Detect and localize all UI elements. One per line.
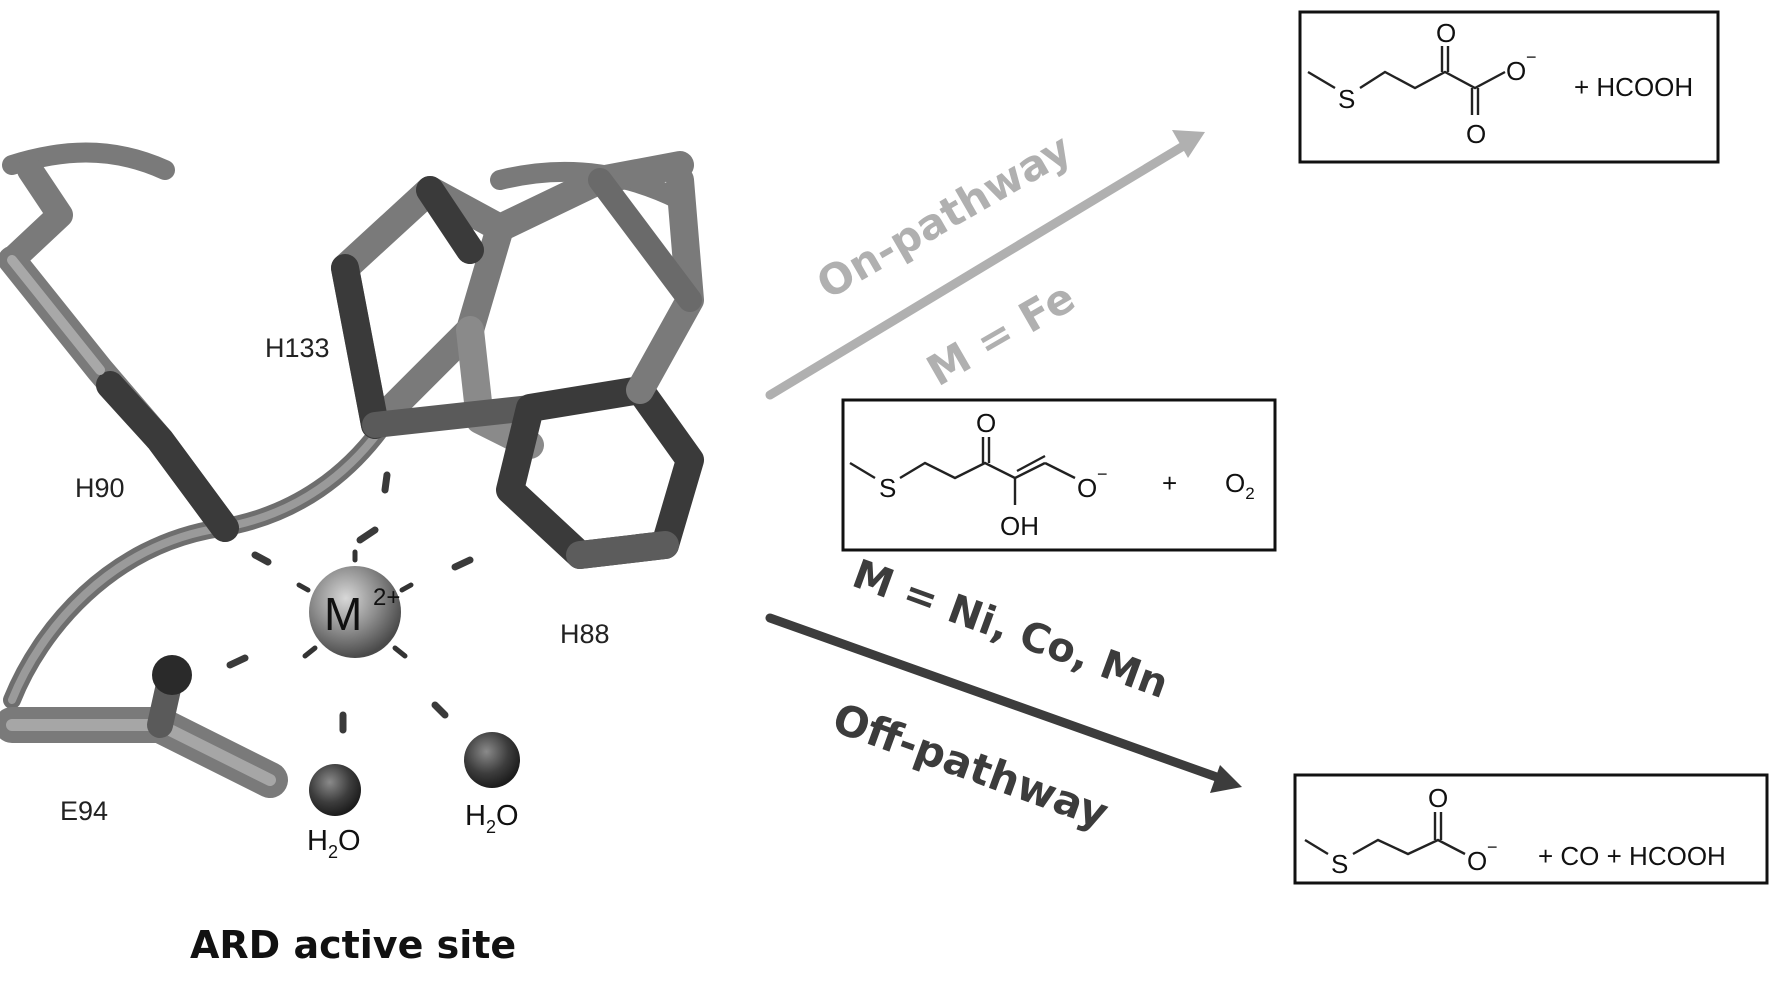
off-pathway-label: Off-pathway <box>827 693 1115 838</box>
substrate-atom-o-top: O <box>976 408 996 438</box>
product-on-atom-o-bottom: O <box>1466 119 1486 149</box>
product-off-atom-o-top: O <box>1428 783 1448 813</box>
residue-label-h90: H90 <box>75 473 125 503</box>
product-off-atom-o-minus: O <box>1467 846 1487 876</box>
active-site-caption: ARD active site <box>190 923 516 967</box>
substrate-box: S O OH O − + O2 <box>841 398 1277 552</box>
water-1-h: H <box>307 825 328 857</box>
residue-label-h133: H133 <box>265 333 330 363</box>
product-on-atom-o-minus: O <box>1506 56 1526 86</box>
substrate-o2-sub: 2 <box>1245 484 1254 503</box>
substrate-o2-o: O <box>1225 468 1245 498</box>
residue-h90-sticks <box>0 157 239 542</box>
water-2-sub: 2 <box>486 817 496 837</box>
water-2-h: H <box>465 800 486 832</box>
svg-text:H2O: H2O <box>465 800 519 837</box>
water-2-o: O <box>496 800 519 832</box>
on-pathway-label: On-pathway <box>809 124 1080 309</box>
on-pathway-arrow <box>765 130 1205 400</box>
metal-ion: M 2+ <box>296 549 414 659</box>
product-off-atom-s: S <box>1331 849 1348 879</box>
product-off-box: S O O − + CO + HCOOH <box>1293 773 1769 885</box>
substrate-charge: − <box>1097 464 1108 484</box>
water-1-sub: 2 <box>328 842 338 862</box>
substrate-atom-s: S <box>879 473 896 503</box>
water-molecule-2: H2O <box>464 732 520 837</box>
substrate-plus: + <box>1162 468 1177 498</box>
residue-e94-sticks <box>0 655 288 798</box>
product-on-coproducts: + HCOOH <box>1574 72 1693 102</box>
off-pathway-arrow <box>765 613 1242 793</box>
coordination-bonds <box>226 471 474 734</box>
product-off-coproducts: + CO + HCOOH <box>1538 841 1726 871</box>
substrate-atom-o-minus: O <box>1077 473 1097 503</box>
residue-h88-sticks <box>496 166 704 569</box>
residue-label-e94: E94 <box>60 796 108 826</box>
product-on-atom-o-top: O <box>1436 18 1456 48</box>
svg-text:H2O: H2O <box>307 825 361 862</box>
svg-text:O2: O2 <box>1225 468 1255 503</box>
product-off-charge: − <box>1487 837 1498 857</box>
substrate-atom-oh: OH <box>1000 511 1039 541</box>
off-pathway-condition: M = Ni, Co, Mn <box>847 551 1174 708</box>
product-on-atom-s: S <box>1338 84 1355 114</box>
water-1-o: O <box>338 825 361 857</box>
product-on-box: S O O O − + HCOOH <box>1298 10 1720 164</box>
product-on-charge: − <box>1526 47 1537 67</box>
residue-label-h88: H88 <box>560 619 610 649</box>
water-molecule-1: H2O <box>307 764 361 862</box>
metal-label: M <box>324 588 362 640</box>
metal-charge: 2+ <box>373 584 400 611</box>
